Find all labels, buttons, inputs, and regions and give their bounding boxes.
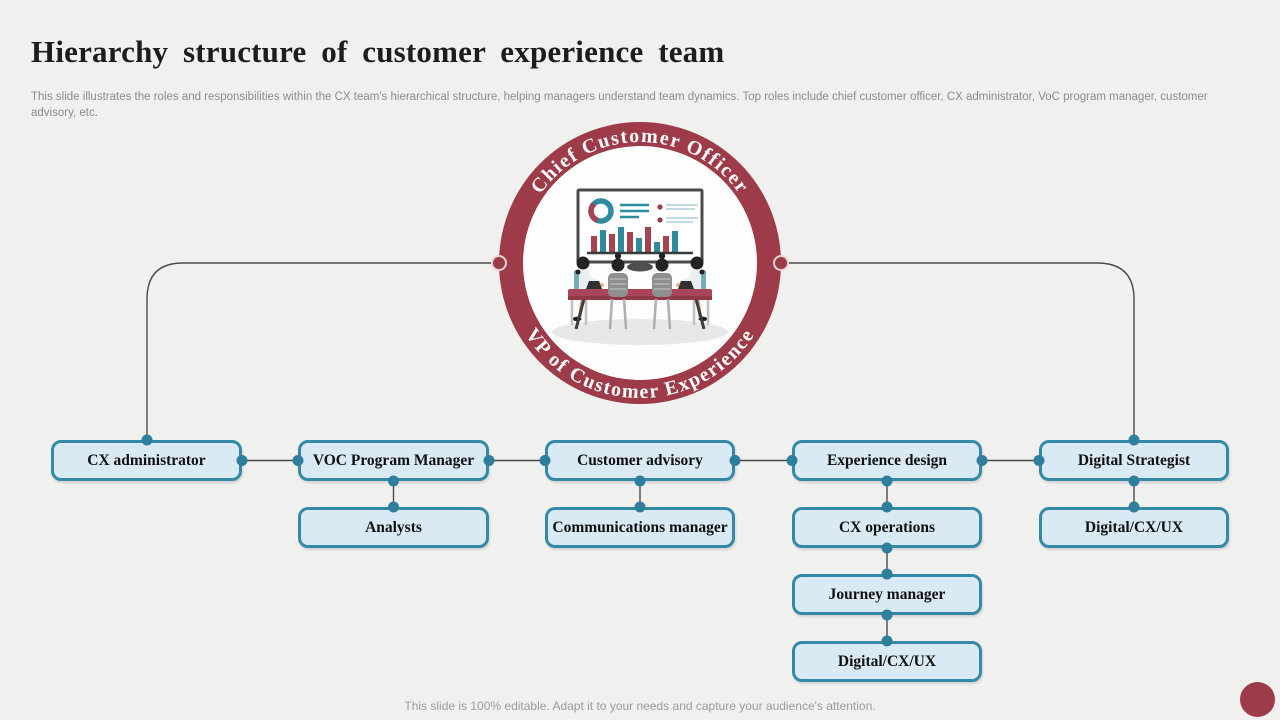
- page-title: Hierarchy structure of customer experien…: [31, 34, 725, 69]
- bullet-list: [657, 204, 698, 223]
- org-node-cx-administrator[interactable]: CX administrator: [51, 440, 242, 481]
- cco-vp-badge[interactable]: Chief Customer Officer VP of Customer Ex…: [484, 107, 796, 419]
- team-meeting-illustration: [552, 188, 728, 345]
- person-center-left: [608, 252, 628, 330]
- org-node-customer-advisory[interactable]: Customer advisory: [545, 440, 735, 481]
- org-node-digital-strategist[interactable]: Digital Strategist: [1039, 440, 1229, 481]
- cco-badge-graphic: Chief Customer Officer VP of Customer Ex…: [499, 122, 781, 404]
- org-node-analysts[interactable]: Analysts: [298, 507, 489, 548]
- bar-chart: [587, 227, 693, 255]
- org-node-cx-operations[interactable]: CX operations: [792, 507, 982, 548]
- org-node-digital-cx-ux-bottom[interactable]: Digital/CX/UX: [792, 641, 982, 682]
- org-node-digital-cx-ux-right[interactable]: Digital/CX/UX: [1039, 507, 1229, 548]
- speaker-device: [627, 262, 653, 272]
- org-node-voc-program-manager[interactable]: VOC Program Manager: [298, 440, 489, 481]
- corner-decorative-circle: [1240, 682, 1275, 717]
- org-node-communications-manager[interactable]: Communications manager: [545, 507, 735, 548]
- footer-note: This slide is 100% editable. Adapt it to…: [404, 699, 876, 713]
- slide-description: This slide illustrates the roles and res…: [31, 91, 1208, 120]
- text-lines: [620, 203, 649, 219]
- person-center-right: [652, 252, 672, 330]
- meeting-table: [568, 289, 712, 330]
- org-node-experience-design[interactable]: Experience design: [792, 440, 982, 481]
- org-node-journey-manager[interactable]: Journey manager: [792, 574, 982, 615]
